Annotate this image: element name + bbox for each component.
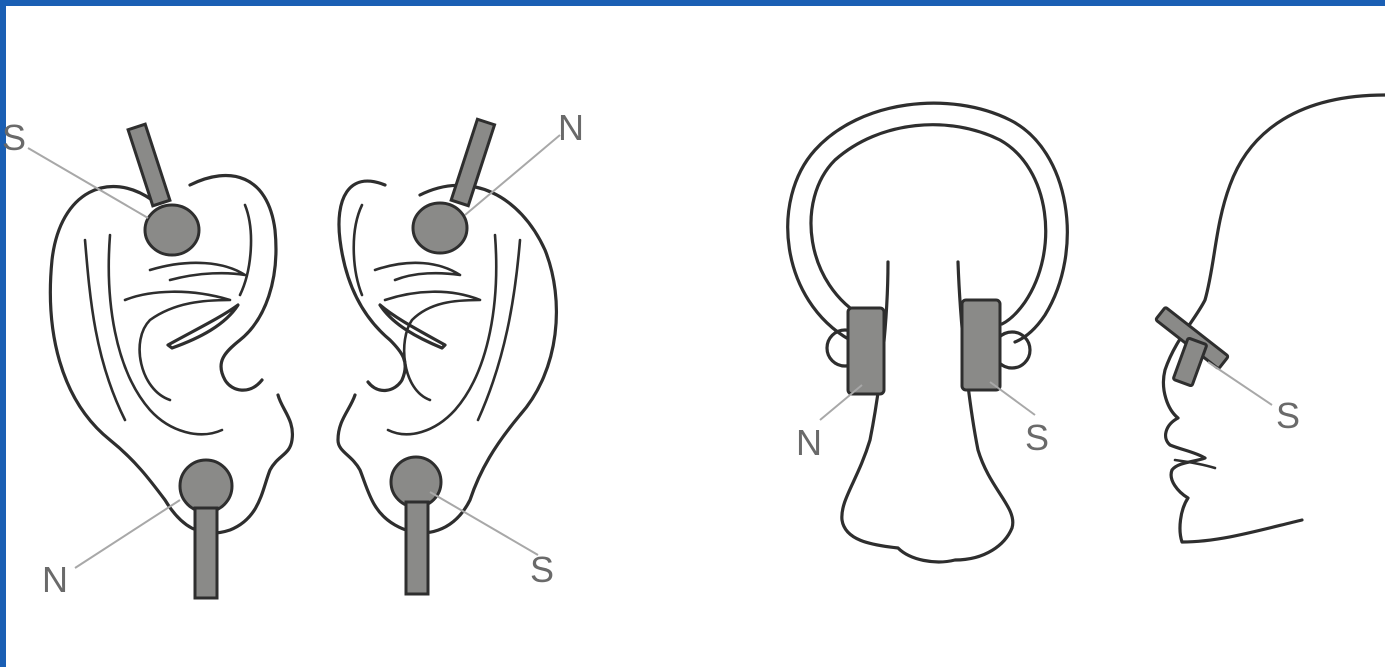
nose-right-magnet xyxy=(962,300,1000,390)
label-nose-left: N xyxy=(796,422,822,463)
left-ear-top-magnet xyxy=(128,124,199,255)
head-profile-illustration xyxy=(1163,95,1385,542)
nose-left-magnet xyxy=(848,308,884,394)
label-left-ear-bottom: N xyxy=(42,559,68,600)
label-nose-right: S xyxy=(1025,417,1049,458)
left-ear-bottom-magnet xyxy=(180,460,232,598)
label-left-ear-top: S xyxy=(2,117,26,158)
nose-clip-ring xyxy=(788,103,1068,368)
label-right-ear-top: N xyxy=(558,107,584,148)
label-right-ear-bottom: S xyxy=(530,549,554,590)
label-profile-nose: S xyxy=(1276,395,1300,436)
